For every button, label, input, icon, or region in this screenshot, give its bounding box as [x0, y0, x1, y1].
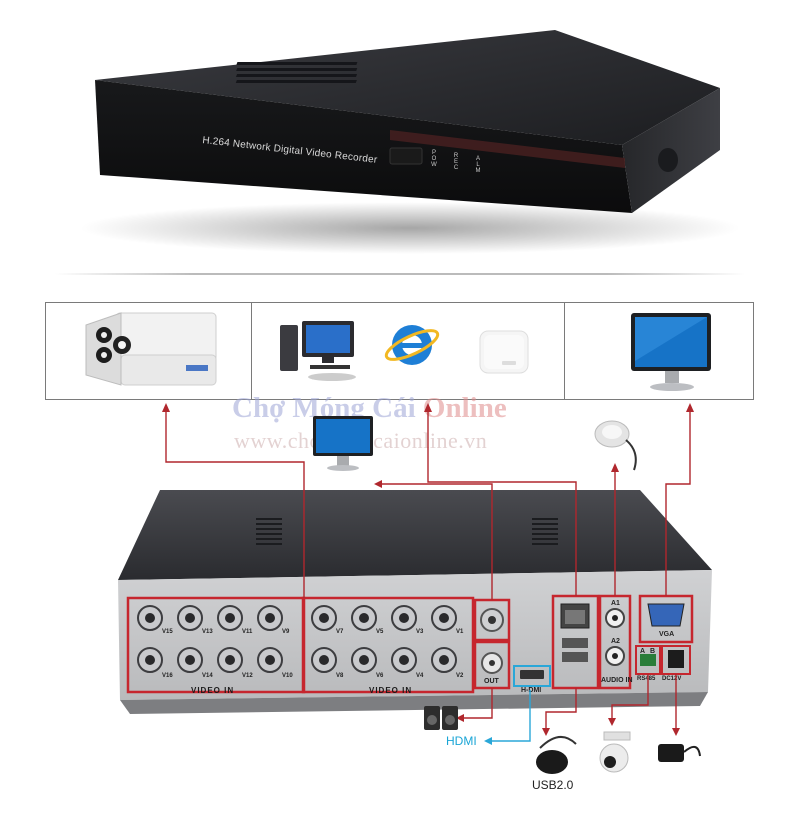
- bnc-label-v7: V7: [336, 629, 344, 635]
- hdmi-caption: HDMI: [446, 734, 477, 748]
- bnc-pin-v3: [399, 613, 409, 623]
- bnc-pin-v13: [185, 613, 195, 623]
- bnc-pin-v9: [265, 613, 275, 623]
- speaker-icon: [424, 706, 458, 730]
- bnc-pin-v6: [359, 655, 369, 665]
- wifi-router-icon: [479, 330, 529, 374]
- video-in-label-right: VIDEO IN: [369, 686, 413, 695]
- bnc-pin-v8: [319, 655, 329, 665]
- box-monitor: [564, 302, 754, 400]
- internet-explorer-icon: [384, 325, 440, 365]
- box-network: [251, 302, 565, 400]
- dvr-front-panel: [95, 80, 632, 213]
- power-adapter-icon: [658, 744, 701, 762]
- led-pow-label: POW: [431, 150, 437, 168]
- dvr-top-cover: [95, 30, 720, 145]
- red-wires: [165, 410, 691, 730]
- bnc-connectors: [137, 605, 457, 673]
- hdmi-port-box: [513, 665, 551, 687]
- usb-port-1: [562, 638, 588, 648]
- out-label: OUT: [484, 678, 499, 685]
- top-vent-left: [235, 62, 358, 83]
- rs485-label: RS485: [637, 676, 656, 682]
- hdmi-vga-monitor-icon: [313, 416, 373, 471]
- bnc-label-v1: V1: [456, 629, 464, 635]
- bnc-pin-v15: [145, 613, 155, 623]
- drop-shadow: [80, 202, 740, 254]
- video-in-box-right: [301, 596, 475, 694]
- bnc-label-v10: V10: [282, 673, 293, 679]
- bnc-label-v4: V4: [416, 673, 424, 679]
- bnc-pin-v5: [359, 613, 369, 623]
- dc12v-label: DC12V: [662, 676, 682, 682]
- bnc-label-v12: V12: [242, 673, 253, 679]
- bnc-pin-v2: [439, 655, 449, 665]
- bnc-label-v5: V5: [376, 629, 384, 635]
- ptz-camera-icon: [599, 731, 631, 773]
- ir-window: [389, 147, 423, 165]
- rear-bottom-edge: [120, 692, 708, 714]
- bnc-pin-v12: [225, 655, 235, 665]
- wire-arrowheads: [162, 403, 694, 736]
- front-indicator-strip: [390, 130, 625, 168]
- bnc-pin-v4: [399, 655, 409, 665]
- bnc-label-v11: V11: [242, 629, 253, 635]
- audio-in-label: AUDIO IN: [601, 677, 633, 684]
- rs485-b-label: B: [650, 648, 656, 655]
- usb-caption: USB2.0: [532, 778, 574, 792]
- bnc-label-v3: V3: [416, 629, 424, 635]
- desktop-pc-icon: [280, 321, 356, 381]
- led-rec-label: REC: [453, 153, 459, 171]
- hdmi-port-label: H-DMI: [521, 687, 542, 694]
- hdmi-port: [520, 670, 544, 679]
- section-divider: [55, 273, 745, 275]
- dvr-front-illustration: [80, 30, 740, 254]
- lcd-monitor-icon: [631, 313, 711, 391]
- video-in-label-left: VIDEO IN: [191, 686, 235, 695]
- bnc-pin-v10: [265, 655, 275, 665]
- bnc-label-v9: V9: [282, 629, 290, 635]
- bnc-label-v16: V16: [162, 673, 173, 679]
- rear-top-vents: [256, 518, 558, 545]
- network-devices-icons: [280, 321, 529, 381]
- watermark-brand-online: Online: [422, 392, 507, 424]
- bnc-pin-v14: [185, 655, 195, 665]
- bnc-label-v6: V6: [376, 673, 384, 679]
- audio-a1-label: A1: [611, 600, 620, 607]
- box-cameras: [45, 302, 252, 400]
- rs485-terminal: [640, 654, 656, 666]
- audio-a2-label: A2: [611, 638, 620, 645]
- bullet-camera-icon: [85, 312, 217, 386]
- side-vent: [658, 148, 678, 172]
- dc12v-jack: [668, 650, 684, 668]
- vga-port: [647, 603, 685, 627]
- rs485-a-label: A: [640, 648, 646, 655]
- bnc-pin-v11: [225, 613, 235, 623]
- bnc-label-v13: V13: [202, 629, 213, 635]
- usb-mouse-icon: [536, 736, 577, 774]
- led-alm-label: ALM: [475, 156, 481, 174]
- usb-port-2: [562, 652, 588, 662]
- dvr-rear-illustration: [118, 490, 712, 714]
- vga-label: VGA: [659, 631, 675, 638]
- bnc-pin-v1: [439, 613, 449, 623]
- bnc-pin-v16: [145, 655, 155, 665]
- bnc-label-v15: V15: [162, 629, 173, 635]
- rear-top-cover: [118, 490, 712, 580]
- bnc-label-v2: V2: [456, 673, 464, 679]
- bnc-label-v14: V14: [202, 673, 213, 679]
- hdmi-wire: [484, 690, 531, 745]
- bnc-pin-v7: [319, 613, 329, 623]
- microphone-icon: [594, 420, 637, 471]
- bnc-label-v8: V8: [336, 673, 344, 679]
